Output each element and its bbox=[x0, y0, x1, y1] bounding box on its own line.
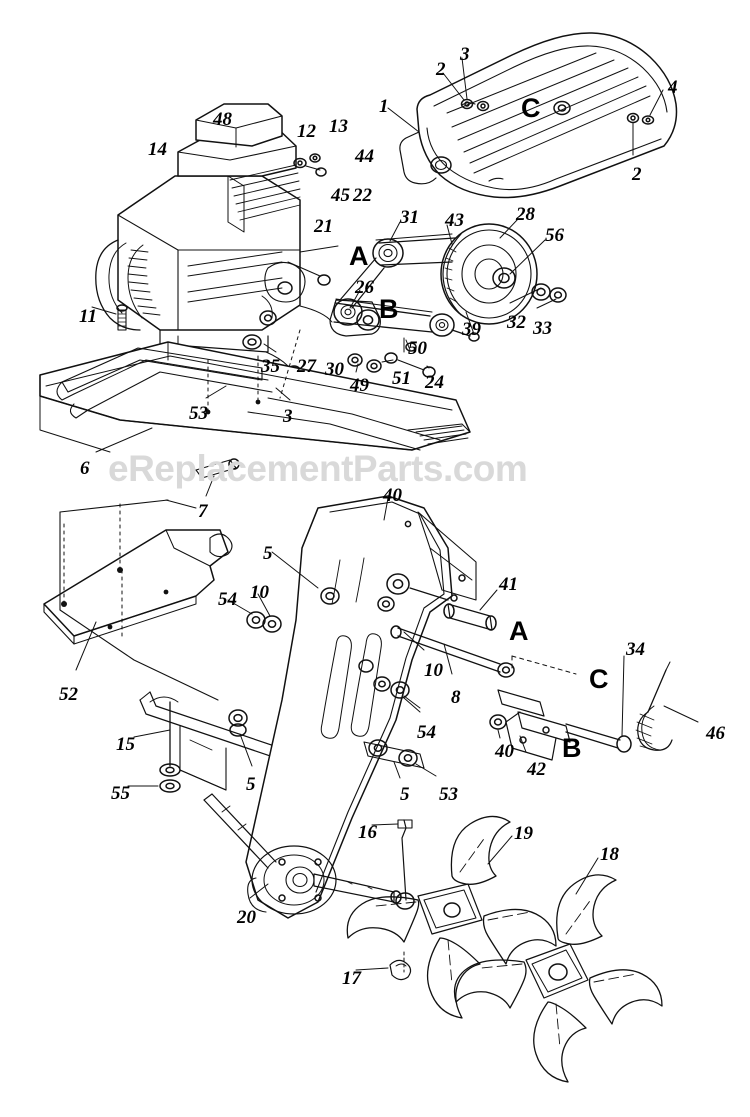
callout-55[interactable]: 55 bbox=[111, 783, 130, 804]
callout-16[interactable]: 16 bbox=[358, 822, 377, 843]
callout-8[interactable]: 8 bbox=[451, 687, 461, 708]
callout-28[interactable]: 28 bbox=[516, 204, 535, 225]
callout-18[interactable]: 18 bbox=[600, 844, 619, 865]
callout-43[interactable]: 43 bbox=[445, 210, 464, 231]
callout-30[interactable]: 30 bbox=[325, 359, 344, 380]
callout-19[interactable]: 19 bbox=[514, 823, 533, 844]
callout-2[interactable]: 2 bbox=[632, 164, 642, 185]
callout-24[interactable]: 24 bbox=[425, 372, 444, 393]
callout-49[interactable]: 49 bbox=[350, 375, 369, 396]
callout-10[interactable]: 10 bbox=[424, 660, 443, 681]
callout-15[interactable]: 15 bbox=[116, 734, 135, 755]
callout-53[interactable]: 53 bbox=[439, 784, 458, 805]
leader-lines-deck bbox=[91, 306, 291, 497]
callout-2[interactable]: 2 bbox=[436, 59, 446, 80]
callout-4[interactable]: 4 bbox=[668, 77, 678, 98]
belt-cover-part-1 bbox=[399, 32, 678, 199]
callout-33[interactable]: 33 bbox=[533, 318, 552, 339]
leader-lines-cover bbox=[387, 57, 664, 156]
section-marker-b: B bbox=[379, 294, 399, 324]
section-marker-a: A bbox=[509, 616, 529, 646]
callout-3[interactable]: 3 bbox=[460, 44, 470, 65]
callout-48[interactable]: 48 bbox=[213, 109, 232, 130]
callout-7[interactable]: 7 bbox=[198, 501, 208, 522]
leader-lines-tines bbox=[249, 823, 599, 971]
section-marker-a: A bbox=[349, 241, 369, 271]
right-linkage-assembly bbox=[386, 573, 673, 761]
engine-part-14 bbox=[95, 103, 339, 406]
callout-31[interactable]: 31 bbox=[400, 207, 419, 228]
callout-22[interactable]: 22 bbox=[353, 185, 372, 206]
leader-lines-drive bbox=[349, 218, 557, 373]
callout-1[interactable]: 1 bbox=[379, 96, 389, 117]
callout-46[interactable]: 46 bbox=[706, 723, 725, 744]
callout-12[interactable]: 12 bbox=[297, 121, 316, 142]
callout-17[interactable]: 17 bbox=[342, 968, 361, 989]
callout-5[interactable]: 5 bbox=[400, 784, 410, 805]
callout-14[interactable]: 14 bbox=[148, 139, 167, 160]
callout-53[interactable]: 53 bbox=[189, 403, 208, 424]
callout-32[interactable]: 32 bbox=[507, 312, 526, 333]
callout-44[interactable]: 44 bbox=[355, 146, 374, 167]
callout-11[interactable]: 11 bbox=[79, 306, 97, 327]
callout-40[interactable]: 40 bbox=[495, 741, 514, 762]
callout-51[interactable]: 51 bbox=[392, 368, 411, 389]
callout-56[interactable]: 56 bbox=[545, 225, 564, 246]
callout-6[interactable]: 6 bbox=[80, 458, 90, 479]
callout-21[interactable]: 21 bbox=[314, 216, 333, 237]
engine-deck-part-6 bbox=[39, 304, 471, 479]
callout-54[interactable]: 54 bbox=[417, 722, 436, 743]
leader-lines-shield bbox=[75, 593, 271, 787]
callout-40[interactable]: 40 bbox=[383, 485, 402, 506]
section-marker-c: C bbox=[521, 93, 541, 123]
callout-5[interactable]: 5 bbox=[263, 543, 273, 564]
callout-52[interactable]: 52 bbox=[59, 684, 78, 705]
callout-41[interactable]: 41 bbox=[499, 574, 518, 595]
leader-lines-linkage bbox=[271, 497, 699, 779]
callout-10[interactable]: 10 bbox=[250, 582, 269, 603]
callout-50[interactable]: 50 bbox=[408, 338, 427, 359]
chain-case-assembly bbox=[203, 495, 477, 919]
shield-plate-52 bbox=[43, 499, 311, 793]
section-marker-c: C bbox=[589, 664, 609, 694]
callout-5[interactable]: 5 bbox=[246, 774, 256, 795]
callout-20[interactable]: 20 bbox=[237, 907, 256, 928]
callout-26[interactable]: 26 bbox=[355, 277, 374, 298]
callout-45[interactable]: 45 bbox=[331, 185, 350, 206]
belt-drive-assembly bbox=[329, 223, 567, 378]
tine-assembly-18 bbox=[453, 874, 663, 1083]
callout-34[interactable]: 34 bbox=[626, 639, 645, 660]
callout-54[interactable]: 54 bbox=[218, 589, 237, 610]
section-marker-b: B bbox=[562, 733, 582, 763]
callout-3[interactable]: 3 bbox=[283, 406, 293, 427]
callout-42[interactable]: 42 bbox=[527, 759, 546, 780]
callout-13[interactable]: 13 bbox=[329, 116, 348, 137]
callout-35[interactable]: 35 bbox=[261, 356, 280, 377]
tine-assembly-19 bbox=[346, 815, 557, 1019]
callout-39[interactable]: 39 bbox=[462, 319, 481, 340]
callout-27[interactable]: 27 bbox=[297, 356, 316, 377]
